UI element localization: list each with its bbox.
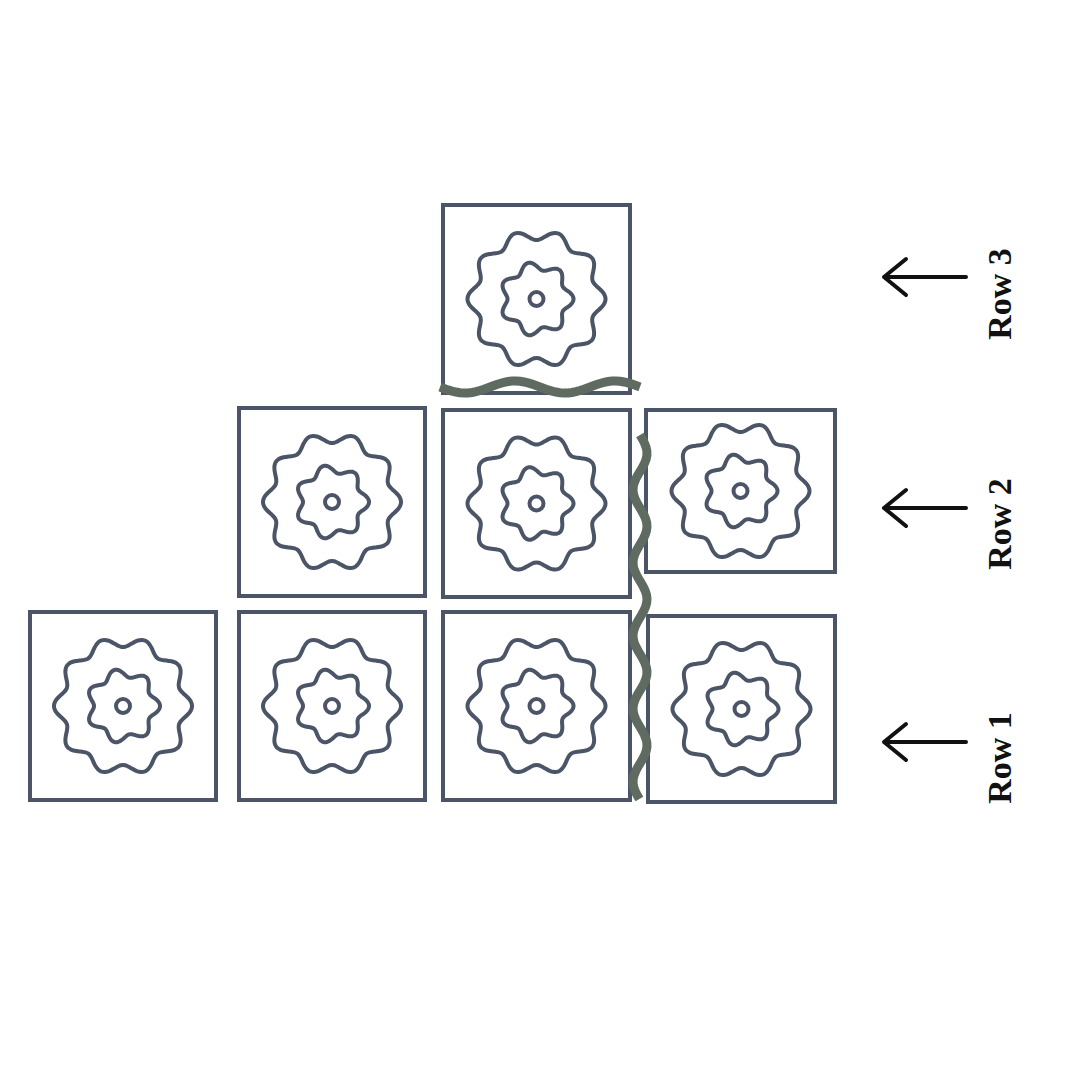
flower-center	[116, 699, 130, 713]
row-label: Row 1	[983, 712, 1017, 804]
tile-border	[443, 612, 630, 800]
tile	[646, 410, 835, 572]
flower-outer	[468, 640, 606, 772]
flower-inner	[298, 466, 369, 538]
row-arrow	[884, 259, 966, 295]
row-label: Row 3	[983, 248, 1017, 340]
tile	[30, 612, 216, 800]
tile-border	[443, 205, 630, 393]
tile	[443, 205, 630, 393]
tile-border	[646, 410, 835, 572]
flower-outer	[468, 437, 606, 569]
flower-outer	[468, 233, 606, 365]
flower-inner	[298, 670, 369, 742]
wavy-seam	[440, 381, 640, 393]
flower-outer	[263, 640, 401, 772]
tiles	[30, 205, 835, 802]
tile-border	[646, 410, 835, 573]
flower-outer	[263, 436, 401, 568]
row-arrows	[884, 259, 966, 760]
tile	[239, 408, 425, 596]
flower-outer	[672, 425, 810, 557]
row-arrow	[884, 490, 966, 526]
flower-inner	[89, 670, 160, 742]
tile-border	[648, 616, 835, 802]
tile	[443, 410, 630, 597]
tile-border	[30, 612, 216, 800]
tile-border	[239, 612, 425, 800]
flower-center	[530, 292, 544, 306]
flower-outer	[673, 643, 811, 775]
flower-center	[735, 702, 749, 716]
flower-center	[734, 484, 748, 498]
tile-border	[443, 410, 630, 597]
row-label: Row 2	[983, 478, 1017, 570]
flower-inner	[708, 673, 779, 745]
flower-center	[530, 699, 544, 713]
flower-center	[325, 495, 339, 509]
row-arrow	[884, 724, 966, 760]
wavy-seam	[633, 435, 647, 799]
tile	[648, 616, 835, 802]
flower-inner	[707, 455, 778, 527]
flower-outer	[54, 640, 192, 772]
flower-center	[325, 699, 339, 713]
flower-inner	[503, 467, 574, 539]
tile	[443, 612, 630, 800]
flower-center	[530, 497, 544, 511]
flower-inner	[503, 263, 574, 335]
flower-inner	[503, 670, 574, 742]
tile-border	[239, 408, 425, 596]
tile	[239, 612, 425, 800]
